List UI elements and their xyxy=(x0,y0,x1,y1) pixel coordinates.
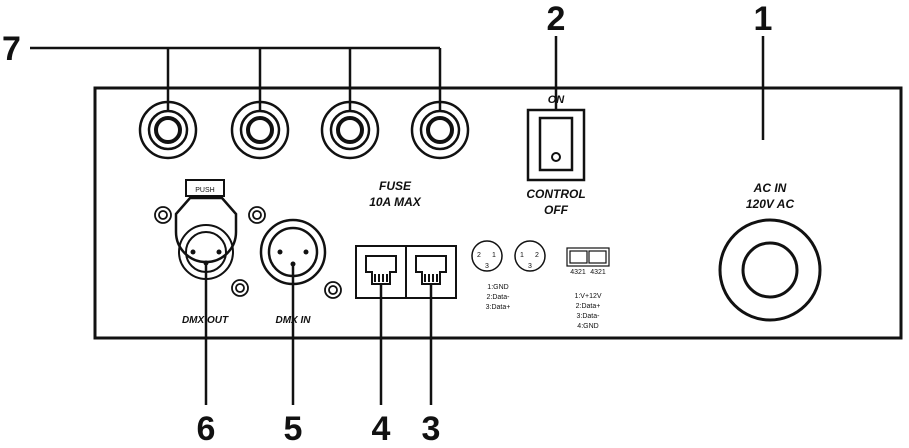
rj-pin-numbers-left: 4321 xyxy=(570,269,586,276)
svg-text:1:GND: 1:GND xyxy=(487,284,508,291)
fuse-holder-4 xyxy=(410,100,470,160)
dmx-in-screw-top xyxy=(248,206,266,224)
callout-7-bracket xyxy=(30,46,442,112)
rj-pinout-diagram xyxy=(566,247,610,267)
fuse-label: FUSE xyxy=(379,179,412,193)
switch-control-label: CONTROL xyxy=(526,187,585,201)
bottom-callout-leaders xyxy=(204,265,433,405)
svg-text:2:Data+: 2:Data+ xyxy=(576,303,601,310)
dmx-in-screw-bottom xyxy=(324,281,342,299)
pin-left-3: 3 xyxy=(485,263,489,270)
rj-pin-numbers-right: 4321 xyxy=(590,269,606,276)
svg-text:1:V+12V: 1:V+12V xyxy=(574,293,601,300)
dmx-out-screw-bottom xyxy=(231,279,249,297)
fuse-rating-label: 10A MAX xyxy=(369,195,422,209)
ac-power-inlet xyxy=(718,218,822,322)
svg-text:3:Data+: 3:Data+ xyxy=(486,304,511,311)
pin-right-2: 2 xyxy=(535,252,539,259)
xlr-pin-legend: 1:GND 2:Data- 3:Data+ xyxy=(486,284,511,311)
dmx-out-screw-top xyxy=(154,206,172,224)
pin-right-1: 1 xyxy=(520,252,524,259)
control-switch xyxy=(526,108,586,182)
callout-number-4: 4 xyxy=(372,410,391,448)
push-label: PUSH xyxy=(195,187,214,194)
svg-text:4:GND: 4:GND xyxy=(577,323,598,330)
svg-text:2:Data-: 2:Data- xyxy=(487,294,511,301)
control-switch-indicator xyxy=(551,152,561,162)
ac-in-label: AC IN xyxy=(753,181,787,195)
rear-panel xyxy=(93,86,903,340)
xlr-pin-diagram-left xyxy=(471,240,503,272)
switch-off-label: OFF xyxy=(544,203,569,217)
push-tab xyxy=(185,179,225,197)
callout-number-6: 6 xyxy=(197,410,216,448)
callout-number-7: 7 xyxy=(2,30,21,68)
control-switch-rocker xyxy=(538,116,574,172)
fuse-holder-2 xyxy=(230,100,290,160)
dmx-out-connector-body xyxy=(174,196,238,264)
pin-right-3: 3 xyxy=(528,263,532,270)
callout-number-2: 2 xyxy=(547,0,566,38)
dmx-in-pins xyxy=(277,249,309,267)
ac-voltage-label: 120V AC xyxy=(746,197,795,211)
pin-left-1: 1 xyxy=(492,252,496,259)
switch-on-label: ON xyxy=(548,94,566,106)
callout-number-3: 3 xyxy=(422,410,441,448)
pin-left-2: 2 xyxy=(477,252,481,259)
callout-number-1: 1 xyxy=(754,0,773,38)
dmx-out-pins xyxy=(190,249,222,266)
fuse-holder-3 xyxy=(320,100,380,160)
rj-pin-legend: 1:V+12V 2:Data+ 3:Data- 4:GND xyxy=(574,293,601,330)
svg-text:3:Data-: 3:Data- xyxy=(577,313,601,320)
fuse-holder-1 xyxy=(138,100,198,160)
xlr-pin-diagram-right xyxy=(514,240,546,272)
callout-number-5: 5 xyxy=(284,410,303,448)
